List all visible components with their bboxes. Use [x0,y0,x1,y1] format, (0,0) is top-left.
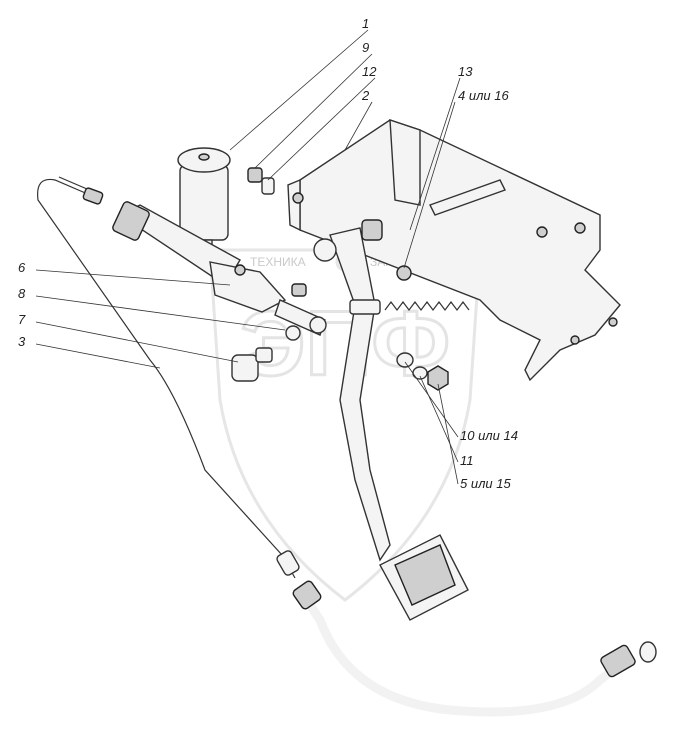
callout-3: 3 [18,334,26,349]
return-spring [349,299,470,315]
callout-2: 2 [361,88,370,103]
callout-1: 1 [362,16,369,31]
callout-5-or-15: 5 или 15 [460,476,511,491]
callout-9: 9 [362,40,369,55]
callout-7: 7 [18,312,26,327]
callout-10-or-14: 10 или 14 [460,428,518,443]
callout-13: 13 [458,64,473,79]
washer-10-14 [396,352,414,368]
callout-4-or-16: 4 или 16 [458,88,509,103]
flexible-hose [292,580,657,717]
callout-labels: 1 9 12 2 13 4 или 16 6 8 7 3 10 или 14 1… [18,16,518,491]
clutch-pedal [313,219,469,621]
callout-12: 12 [362,64,377,79]
nut-5-15 [427,365,449,391]
callout-6: 6 [18,260,26,275]
callout-8: 8 [18,286,26,301]
callout-11: 11 [460,453,474,468]
fluid-reservoir [177,147,231,261]
bolt-7 [231,347,273,382]
fitting-12 [261,177,275,195]
pushrod-fork [274,283,327,341]
master-cylinder [112,201,287,313]
watermark-caption-left: ТЕХНИКА [250,255,306,269]
nut-4-16 [396,265,412,281]
fitting-9 [247,167,263,183]
washer-11 [412,366,428,380]
leader-lines [35,29,461,485]
brake-pipe [37,176,300,579]
pedal-bracket [287,119,621,382]
